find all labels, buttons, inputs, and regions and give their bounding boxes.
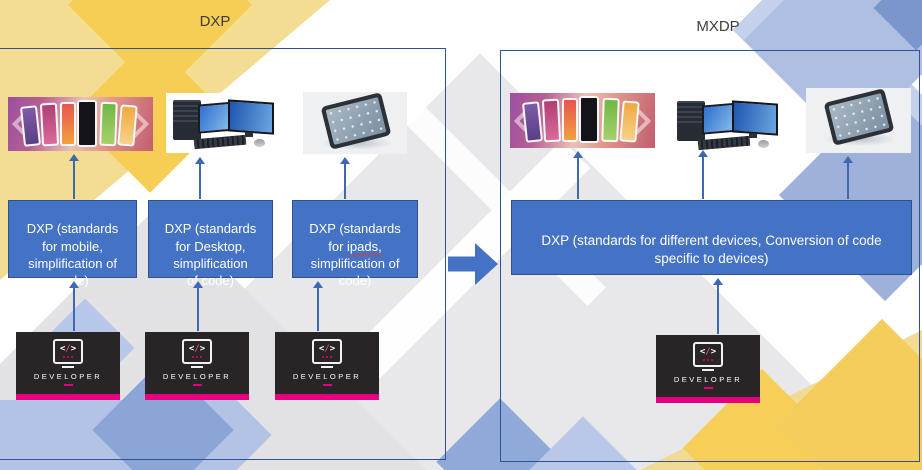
smartphones-image — [510, 93, 655, 148]
developer-label: DEVELOPER — [162, 372, 232, 381]
pink-dots — [322, 356, 332, 358]
phone-icon — [39, 102, 60, 147]
phone-icon — [19, 105, 42, 147]
magenta-bar — [656, 397, 760, 403]
pink-dots — [192, 356, 202, 358]
magenta-bar — [16, 394, 120, 400]
phone-icon — [99, 101, 118, 147]
phone-icon — [619, 100, 640, 143]
smartphones-image — [8, 97, 153, 151]
flow-arrow-up — [698, 150, 708, 199]
phone-icon — [60, 102, 76, 146]
magenta-bar — [275, 394, 379, 400]
flow-arrow-up — [573, 151, 583, 199]
pink-dots — [63, 356, 73, 358]
dxp-ipads-box: DXP (standards for ipads, simplification… — [292, 200, 418, 288]
flow-arrow-up — [713, 278, 723, 334]
developer-box: </> DEVELOPER — [145, 332, 249, 400]
dxp-panel-frame — [0, 48, 446, 460]
phone-icon — [579, 96, 599, 143]
phone-icon — [117, 104, 138, 147]
mxdp-panel-frame — [500, 50, 920, 462]
dxp-ipads-box-text: DXP (standards for ipads, simplification… — [309, 221, 401, 289]
monitor-stand — [245, 132, 253, 137]
monitor-base — [702, 369, 714, 371]
flow-arrow-up — [193, 281, 203, 331]
developer-box: </> DEVELOPER — [275, 332, 379, 400]
developer-label: DEVELOPER — [292, 372, 362, 381]
monitor-base — [321, 366, 333, 368]
developer-box: </> DEVELOPER — [656, 335, 760, 403]
tablet-screen — [325, 97, 387, 145]
flow-arrow-up — [195, 157, 205, 199]
magenta-bar — [145, 394, 249, 400]
phone-icon — [601, 97, 620, 143]
flow-arrow-up — [313, 281, 323, 331]
developer-box: </> DEVELOPER — [16, 332, 120, 400]
developer-code-icon: </> — [312, 339, 342, 364]
phone-icon — [541, 98, 562, 143]
pink-dash — [322, 384, 332, 386]
misspelled-word: ipads, — [347, 238, 382, 254]
mxdp-panel-title: MXDP — [696, 18, 740, 35]
desktop-computer-image — [166, 93, 278, 153]
developer-code-icon: </> — [693, 342, 723, 367]
dxp-mobile-box-text: DXP (standards for mobile, simplificatio… — [26, 221, 119, 289]
pink-dash — [703, 387, 713, 389]
pc-tower-icon — [173, 100, 201, 140]
mxdp-combined-box-text: DXP (standards for different devices, Co… — [541, 232, 882, 266]
keyboard-icon — [193, 134, 247, 150]
dxp-desktop-box: DXP (standards for Desktop, simplificati… — [148, 200, 273, 288]
dxp-desktop-box-text: DXP (standards for Desktop, simplificati… — [164, 221, 257, 289]
flow-arrow-up — [843, 156, 853, 199]
tablet-screen — [828, 93, 890, 141]
phone-icon — [77, 100, 97, 147]
tablet-image — [806, 88, 911, 153]
dxp-mobile-box: DXP (standards for mobile, simplificatio… — [8, 200, 137, 288]
flow-arrow-up — [69, 154, 79, 199]
monitor-base — [62, 366, 74, 368]
flow-arrow-up — [69, 281, 79, 331]
monitor-stand — [749, 133, 757, 138]
mouse-icon — [758, 140, 769, 148]
developer-label: DEVELOPER — [673, 375, 743, 384]
monitor-base — [191, 366, 203, 368]
pink-dash — [63, 384, 73, 386]
tablet-image — [303, 92, 407, 154]
monitor-icon — [732, 100, 778, 136]
dxp-panel-title: DXP — [199, 13, 231, 30]
developer-label: DEVELOPER — [33, 372, 103, 381]
flow-arrow-up — [340, 157, 350, 199]
mxdp-combined-box: DXP (standards for different devices, Co… — [511, 200, 912, 275]
desktop-computer-image — [670, 94, 783, 152]
pink-dash — [192, 384, 202, 386]
developer-code-icon: </> — [53, 339, 83, 364]
pink-dots — [703, 359, 713, 361]
pc-tower-icon — [677, 101, 705, 141]
phone-icon — [521, 101, 544, 143]
monitor-icon — [228, 99, 274, 135]
developer-code-icon: </> — [182, 339, 212, 364]
phone-icon — [562, 98, 578, 142]
mouse-icon — [254, 139, 265, 147]
keyboard-icon — [697, 135, 751, 151]
